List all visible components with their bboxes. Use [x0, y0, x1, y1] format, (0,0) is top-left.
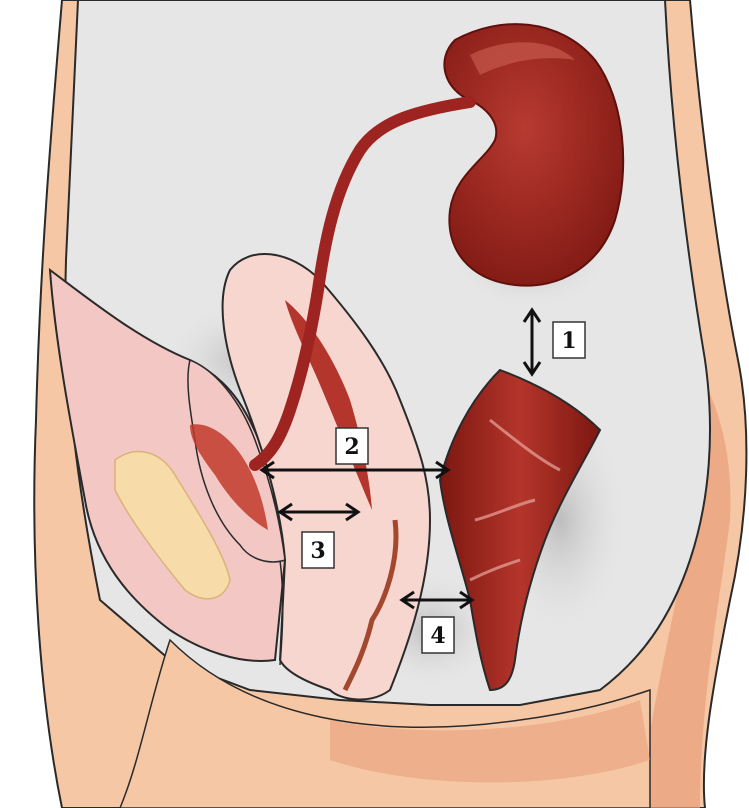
label-box-4: 4	[422, 617, 454, 653]
label-box-2: 2	[336, 428, 368, 464]
label-box-3: 3	[302, 532, 334, 568]
label-4: 4	[430, 623, 445, 649]
label-box-1: 1	[553, 322, 585, 358]
label-2: 2	[344, 434, 359, 460]
label-1: 1	[561, 328, 576, 354]
label-3: 3	[310, 538, 325, 564]
